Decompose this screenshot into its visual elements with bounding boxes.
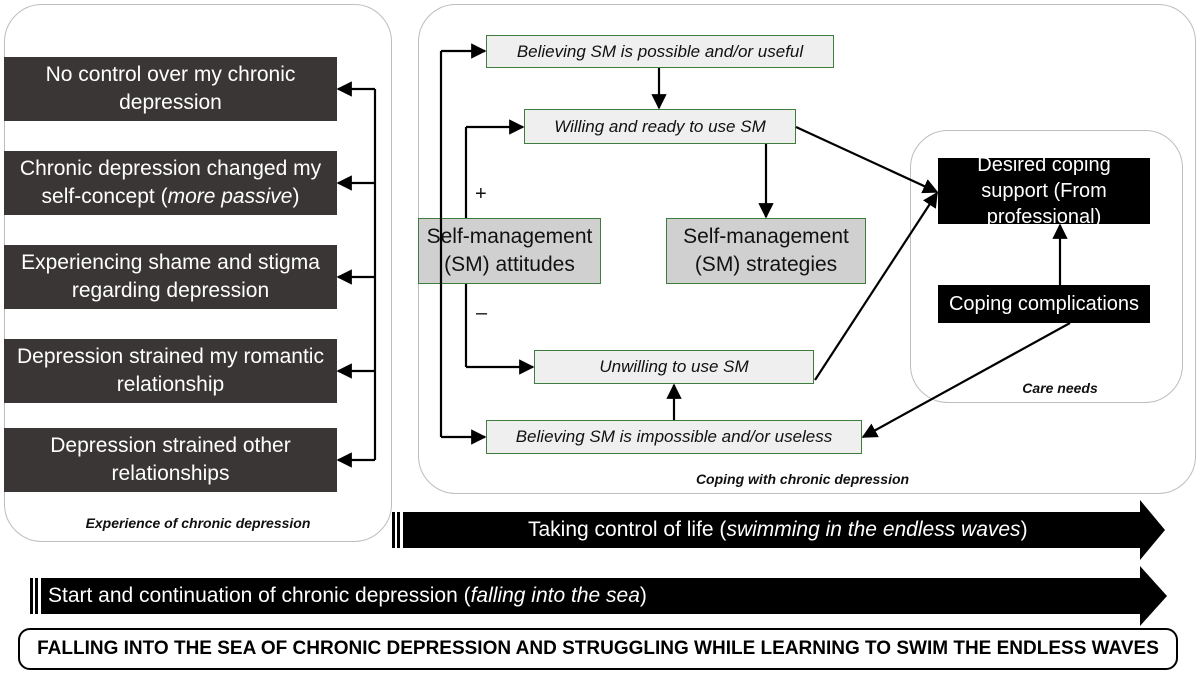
shame-stigma-box: Experiencing shame and stigma regarding … — [4, 245, 337, 309]
willing-text: Willing and ready to use SM — [554, 116, 766, 136]
coping-complications-text: Coping complications — [948, 293, 1140, 315]
plus-sign: + — [475, 183, 487, 205]
willing-box: Willing and ready to use SM — [524, 109, 796, 144]
minus-sign: – — [476, 302, 488, 324]
arrow-complications-to-impossible — [861, 322, 1071, 438]
no-control-box: No control over my chronic depression — [4, 57, 337, 121]
believing-possible-box: Believing SM is possible and/or useful — [486, 35, 834, 68]
desired-support-text: Desired coping support (From professiona… — [977, 154, 1111, 228]
believing-impossible-box: Believing SM is impossible and/or useles… — [486, 420, 862, 454]
believing-impossible-text: Believing SM is impossible and/or useles… — [515, 427, 833, 446]
coping-caption: Coping with chronic depression — [695, 471, 910, 487]
unwilling-box: Unwilling to use SM — [534, 350, 814, 384]
romantic-relationship-text: Depression strained my romantic relation… — [17, 345, 324, 396]
footer-text: FALLING INTO THE SEA OF CHRONIC DEPRESSI… — [37, 638, 1159, 659]
self-concept-text: Chronic depression changed my self-conce… — [19, 157, 322, 208]
sm-attitudes-box: Self-management (SM) attitudes — [418, 218, 601, 284]
care-needs-caption: Care needs — [1022, 380, 1098, 396]
desired-support-box: Desired coping support (From professiona… — [938, 154, 1150, 228]
other-relationships-box: Depression strained other relationships — [4, 428, 337, 492]
footer-banner: FALLING INTO THE SEA OF CHRONIC DEPRESSI… — [18, 628, 1178, 670]
experience-caption: Experience of chronic depression — [85, 515, 311, 531]
taking-control-text: Taking control of life (swimming in the … — [528, 518, 1028, 541]
start-continuation-arrow — [30, 566, 1167, 626]
sm-attitudes-text: Self-management (SM) attitudes — [426, 225, 593, 276]
arrow-willing-to-support — [795, 126, 939, 194]
arrow-unwilling-to-support-line — [814, 191, 938, 381]
romantic-relationship-box: Depression strained my romantic relation… — [4, 339, 337, 403]
arrow-unwilling-to-support — [815, 335, 858, 380]
start-continuation-text: Start and continuation of chronic depres… — [48, 584, 647, 607]
taking-control-arrow — [392, 500, 1165, 560]
coping-complications-box: Coping complications — [938, 285, 1150, 323]
shame-stigma-text: Experiencing shame and stigma regarding … — [21, 251, 320, 302]
other-relationships-text: Depression strained other relationships — [50, 434, 291, 485]
unwilling-text: Unwilling to use SM — [599, 357, 749, 376]
believing-possible-text: Believing SM is possible and/or useful — [516, 41, 804, 61]
no-control-text: No control over my chronic depression — [45, 63, 296, 114]
self-concept-box: Chronic depression changed my self-conce… — [4, 151, 337, 215]
sm-strategies-text: Self-management (SM) strategies — [683, 225, 849, 276]
